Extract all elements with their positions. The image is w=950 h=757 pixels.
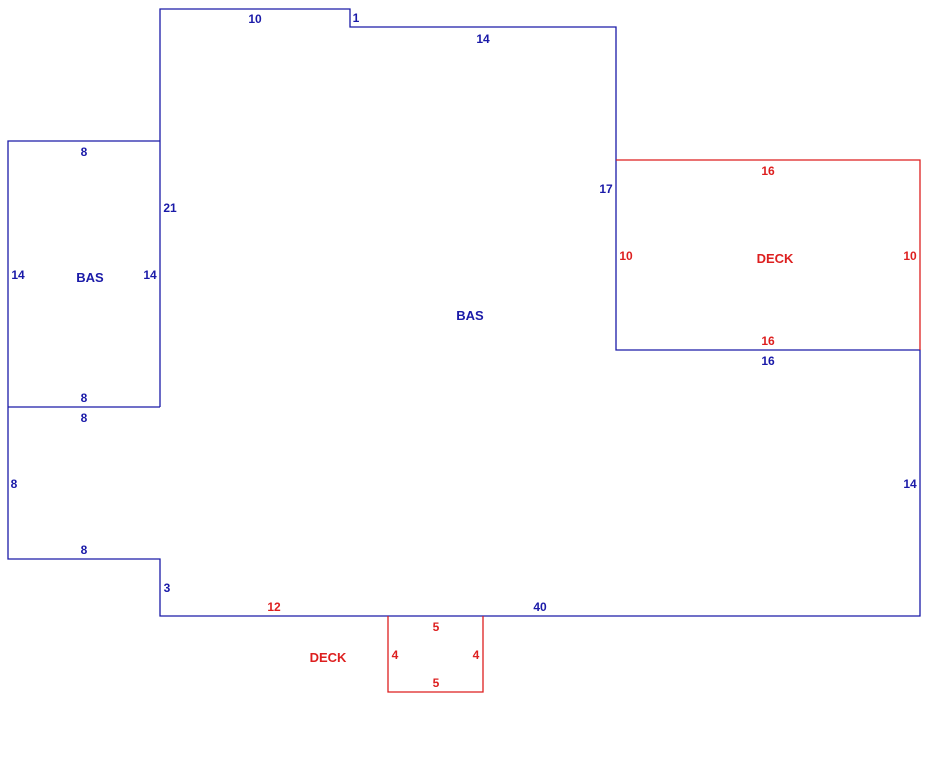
deck-dimension-labels: 12 16 10 10 16 5 4 4 5 [267, 164, 917, 690]
dim-lower-wing-bottom: 8 [81, 543, 88, 557]
south-deck-outline [387, 616, 484, 693]
dim-east-deck-bottom: 16 [761, 334, 775, 348]
dim-east-deck-top: 16 [761, 164, 775, 178]
dim-east-deck-left: 10 [619, 249, 633, 263]
dim-main-bottom-deck-segment: 12 [267, 600, 281, 614]
south-deck-label: DECK [310, 650, 347, 665]
dim-west-bas-left: 14 [11, 268, 25, 282]
dim-main-left-upper: 21 [163, 201, 177, 215]
east-deck-outline [616, 159, 921, 350]
dim-main-top-right: 14 [476, 32, 490, 46]
dim-south-deck-top: 5 [433, 620, 440, 634]
dim-south-deck-bottom: 5 [433, 676, 440, 690]
dim-south-deck-left: 4 [392, 648, 399, 662]
dim-west-bas-bottom: 8 [81, 391, 88, 405]
dim-lower-wing-top: 8 [81, 411, 88, 425]
east-deck-label: DECK [757, 251, 794, 266]
dim-main-bottom: 40 [533, 600, 547, 614]
dim-main-jog: 1 [353, 11, 360, 25]
dim-main-top-left: 10 [248, 12, 262, 26]
deck-outlines [387, 159, 921, 693]
dim-east-deck-right: 10 [903, 249, 917, 263]
dim-south-deck-right: 4 [473, 648, 480, 662]
west-bas-label: BAS [76, 270, 104, 285]
dim-west-bas-right: 14 [143, 268, 157, 282]
dim-west-bas-top: 8 [81, 145, 88, 159]
dim-main-right-upper: 17 [599, 182, 613, 196]
dim-deck-bottom-outer: 16 [761, 354, 775, 368]
dim-main-left-small: 3 [164, 581, 171, 595]
dim-main-right-lower: 14 [903, 477, 917, 491]
main-bas-label: BAS [456, 308, 484, 323]
bas-dimension-labels: 10 1 14 17 16 14 40 3 21 8 14 14 8 8 8 8 [11, 11, 917, 614]
dim-lower-wing-left: 8 [11, 477, 18, 491]
area-labels: BAS BAS DECK DECK [76, 251, 794, 665]
